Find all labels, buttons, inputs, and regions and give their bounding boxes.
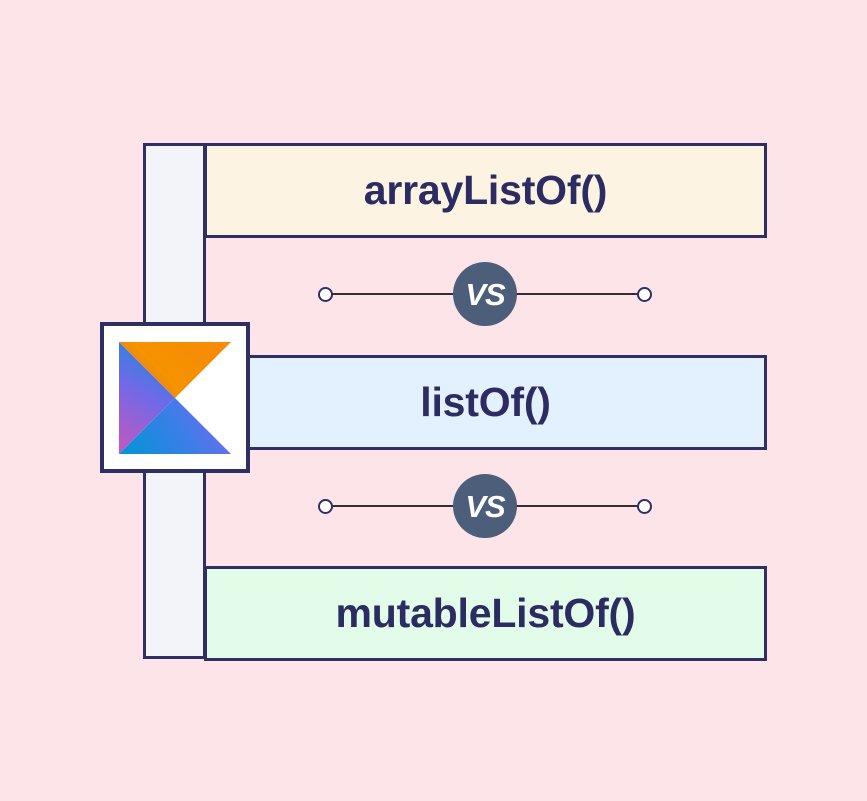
option-bar-array-list-of[interactable]: arrayListOf() <box>204 143 767 238</box>
connector-endpoint-left-icon <box>318 498 333 514</box>
vs-connector-2: VS <box>318 474 652 538</box>
connector-line-left <box>329 293 457 295</box>
connector-line-right <box>513 505 641 507</box>
connector-endpoint-right-icon <box>637 498 652 514</box>
vs-connector-1: VS <box>318 262 652 326</box>
kotlin-logo-card <box>100 322 250 473</box>
option-bar-list-of[interactable]: listOf() <box>204 355 767 450</box>
option-label-array-list-of: arrayListOf() <box>363 167 608 213</box>
connector-endpoint-right-icon <box>637 286 652 302</box>
connector-line-left <box>329 505 457 507</box>
option-label-mutable-list-of: mutableListOf() <box>335 590 636 636</box>
connector-line-right <box>513 293 641 295</box>
vs-badge-label-1: VS <box>465 276 505 312</box>
kotlin-logo-icon <box>119 341 231 454</box>
connector-endpoint-left-icon <box>318 286 333 302</box>
vs-badge-2: VS <box>453 474 517 538</box>
option-label-list-of: listOf() <box>420 379 551 425</box>
vs-badge-label-2: VS <box>465 488 505 524</box>
vs-badge-1: VS <box>453 262 517 326</box>
option-bar-mutable-list-of[interactable]: mutableListOf() <box>204 566 767 661</box>
